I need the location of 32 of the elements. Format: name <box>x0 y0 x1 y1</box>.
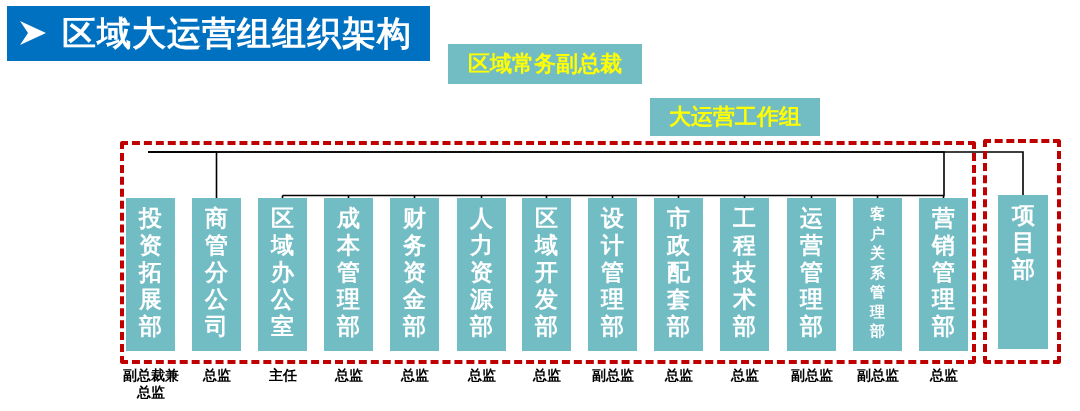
header-box: 区域常务副总裁 <box>448 44 642 84</box>
department-box: 成本管理部 <box>324 198 373 351</box>
department-box: 人力资源部 <box>457 198 506 351</box>
job-title-label: 总监 <box>663 367 694 384</box>
job-title-label: 总监 <box>928 367 959 384</box>
department-box: 区域开发部 <box>522 198 571 351</box>
department-box: 工程技术部 <box>720 198 769 351</box>
job-title-label: 副总监 <box>590 367 635 384</box>
job-title-label: 副总裁兼总监 <box>121 367 180 401</box>
job-title-label: 总监 <box>201 367 232 384</box>
job-title-label: 总监 <box>729 367 760 384</box>
job-title-label: 主任 <box>267 367 298 384</box>
department-box: 投资拓展部 <box>126 198 175 351</box>
department-box: 项目部 <box>998 195 1048 349</box>
job-title-label: 总监 <box>531 367 562 384</box>
department-box: 客户关系管理部 <box>853 198 902 351</box>
title: 区域大运营组组织架构 <box>62 12 412 55</box>
department-box: 区域办公室 <box>258 198 307 351</box>
department-box: 营销管理部 <box>919 198 968 351</box>
job-title-label: 副总监 <box>789 367 834 384</box>
job-title-label: 总监 <box>466 367 497 384</box>
header-box: 大运营工作组 <box>650 98 820 136</box>
department-box: 财务资金部 <box>390 198 439 351</box>
job-title-label: 总监 <box>399 367 430 384</box>
dashed-frame <box>120 141 976 364</box>
job-title-label: 副总监 <box>855 367 900 384</box>
department-box: 商管分公司 <box>192 198 241 351</box>
department-box: 市政配套部 <box>654 198 703 351</box>
job-title-label: 总监 <box>333 367 364 384</box>
dashed-frame <box>983 139 1061 364</box>
department-box: 运营管理部 <box>787 198 836 351</box>
department-box: 设计管理部 <box>588 198 637 351</box>
